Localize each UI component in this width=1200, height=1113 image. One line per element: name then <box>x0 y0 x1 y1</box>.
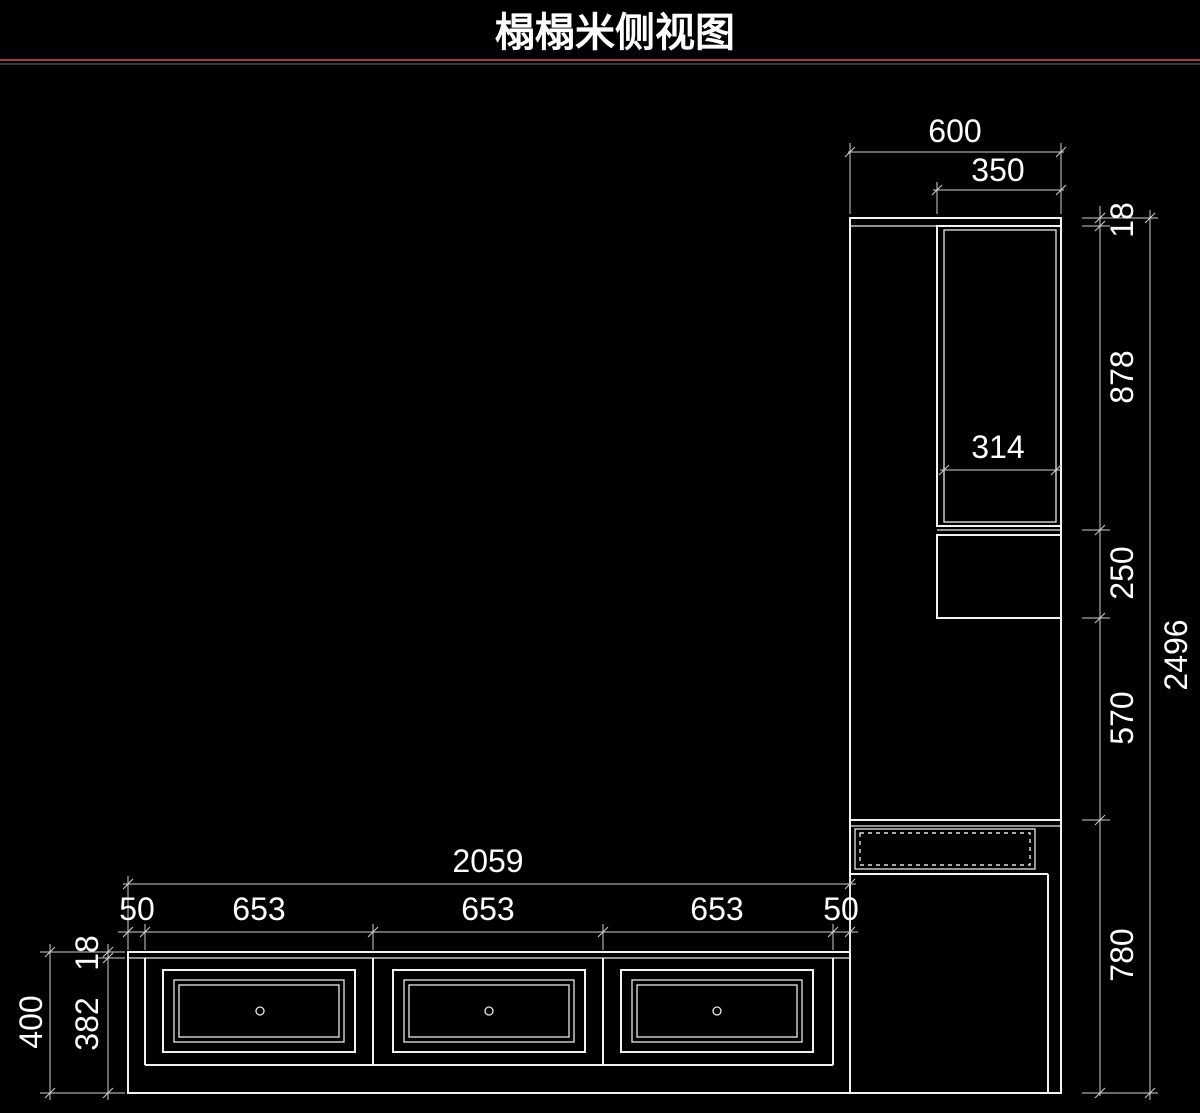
dimensions-bed-left: 400 18 382 <box>13 935 125 1100</box>
dim-mid-height: 250 <box>1104 546 1140 599</box>
dim-upper-depth: 350 <box>971 152 1024 188</box>
upper-compartment <box>936 225 1062 527</box>
dimensions-right: 18 878 250 570 780 2496 <box>1082 202 1194 1100</box>
tall-cabinet-outline <box>849 217 1062 1094</box>
dim-tall-width: 600 <box>928 113 981 149</box>
drawer-front-2 <box>392 969 586 1053</box>
dim-lower-height: 780 <box>1104 928 1140 981</box>
drawer-knob <box>484 1006 494 1016</box>
dim-inner-width: 314 <box>971 429 1024 465</box>
dimensions-bed-top: 2059 50 653 653 653 50 <box>118 843 859 950</box>
drawer-knob <box>712 1006 722 1016</box>
drawer-knob <box>255 1006 265 1016</box>
dim-bed-body: 382 <box>69 997 105 1050</box>
drawer-front-1 <box>162 969 356 1053</box>
hidden-drawer-frame <box>854 828 1036 870</box>
dim-end-right: 50 <box>823 891 859 927</box>
dim-bed-top: 18 <box>69 935 105 971</box>
dim-drawer-1: 653 <box>232 891 285 927</box>
dim-drawer-2: 653 <box>461 891 514 927</box>
dim-drawer-3: 653 <box>690 891 743 927</box>
dim-bed-height: 400 <box>13 995 49 1048</box>
dim-end-left: 50 <box>119 891 155 927</box>
dim-top-thickness: 18 <box>1104 202 1140 238</box>
dim-total-height: 2496 <box>1158 619 1194 690</box>
drawer-front-3 <box>620 969 814 1053</box>
drawing-title: 榻榻米侧视图 <box>495 10 735 56</box>
dimensions-top: 600 350 314 <box>844 113 1067 476</box>
hidden-drawer <box>859 832 1031 866</box>
upper-compartment-inner <box>943 229 1057 523</box>
middle-compartment <box>936 534 1062 619</box>
dim-bed-length: 2059 <box>452 843 523 879</box>
bed-outline <box>127 951 851 1094</box>
tatami-bed <box>127 951 851 1094</box>
dim-upper-height: 878 <box>1104 350 1140 403</box>
dim-open-height: 570 <box>1104 691 1140 744</box>
tall-cabinet <box>849 217 1062 1094</box>
